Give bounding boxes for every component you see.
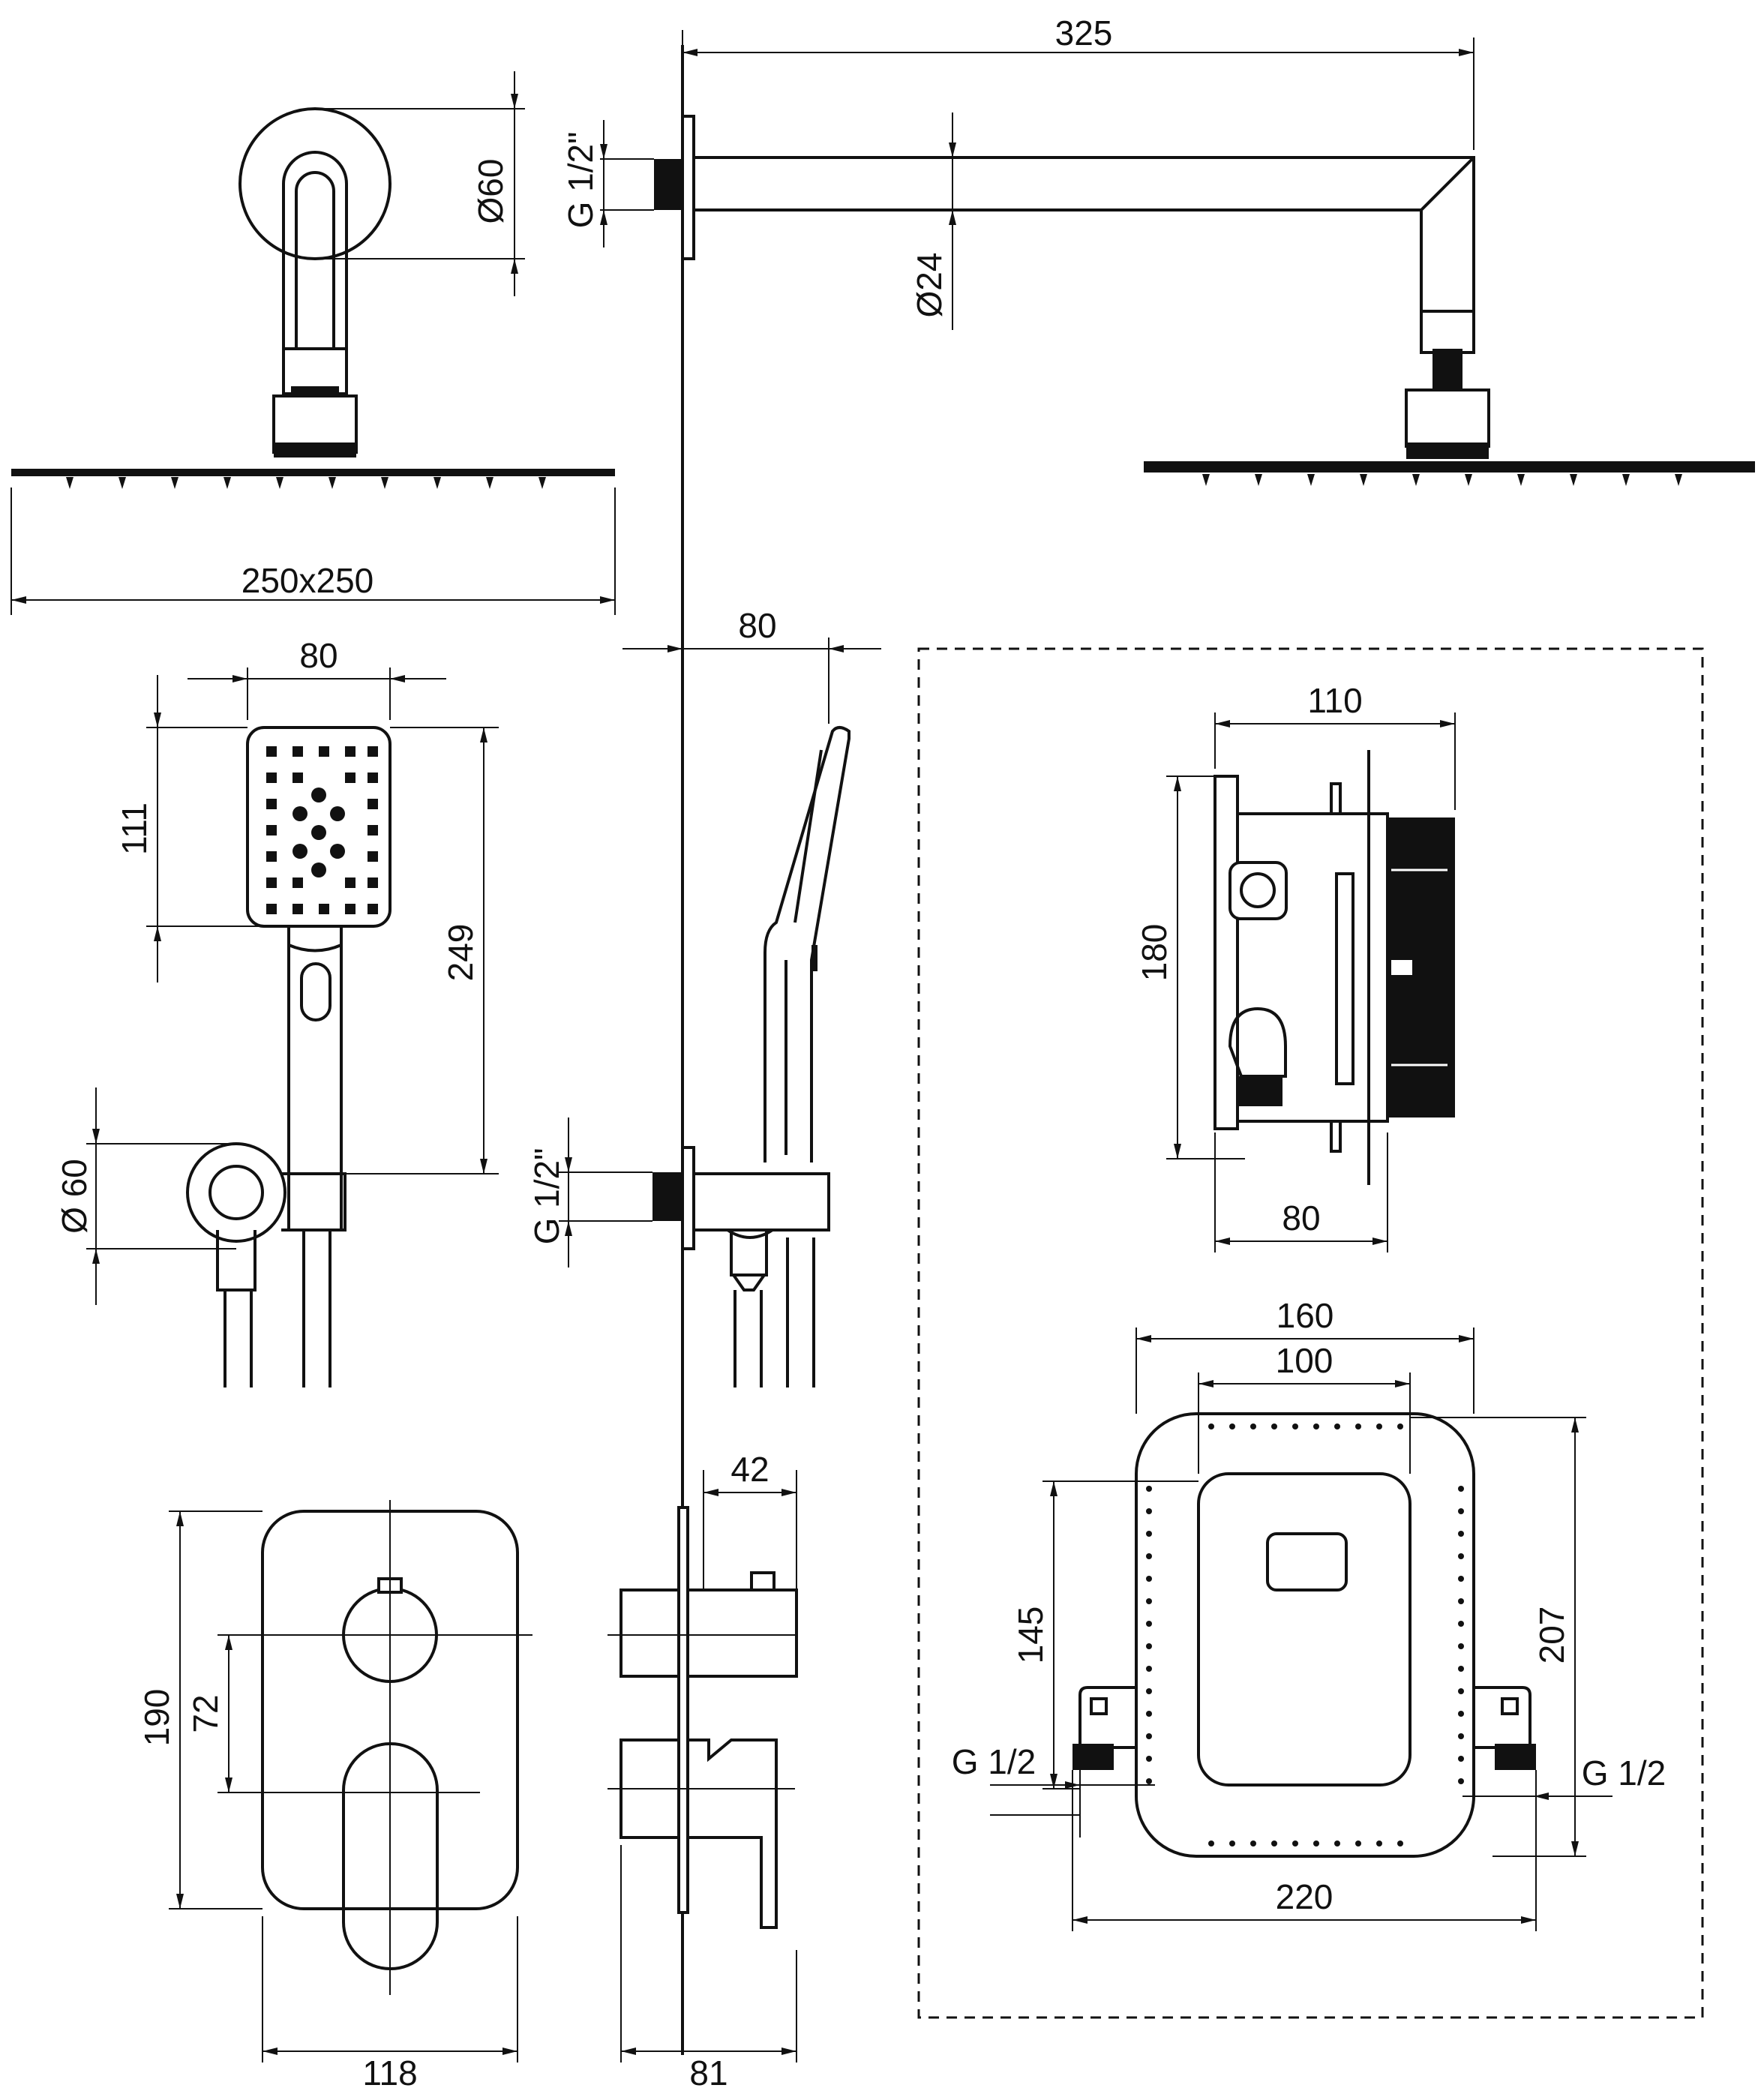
mounting-plate (1135, 1412, 1475, 1858)
mixer-side-depth-label: 81 (689, 2054, 728, 2091)
plate-outer-height-label: 207 (1532, 1606, 1571, 1664)
arm-flange (681, 115, 695, 260)
hand-shower-side-view: 80 G 1/2" (527, 606, 881, 1388)
box-width-top-label: 110 (1307, 681, 1362, 720)
plate-holes (1146, 1424, 1464, 1846)
left-bracket (1078, 1686, 1136, 1749)
mixer-side-view: 42 81 (608, 1450, 798, 2091)
inner-opening (1197, 1472, 1412, 1786)
outlet-diameter-label: Ø 60 (55, 1159, 94, 1234)
mixer-width-label: 118 (362, 2054, 417, 2091)
hand-shower-head (246, 726, 392, 928)
wall-flange (238, 107, 392, 260)
mixer-height-label: 190 (137, 1689, 176, 1747)
embedded-box-side-view: 110 180 80 (1135, 681, 1456, 1252)
handshower-total-height-label: 249 (441, 924, 480, 982)
flange-diameter-label: Ø60 (471, 159, 510, 224)
mixer-front-view: 190 72 118 (137, 1500, 532, 2091)
mixer-axis-distance-label: 72 (186, 1694, 225, 1732)
handshower-width-front-label: 80 (299, 636, 338, 675)
head-size-label: 250x250 (242, 561, 374, 600)
plate-inner-height-label: 145 (1011, 1606, 1050, 1664)
head-nozzles (66, 477, 546, 489)
arm-head-nozzles (1202, 474, 1682, 486)
handshower-width-side-label: 80 (738, 606, 776, 645)
arm-length-label: 325 (1055, 14, 1113, 52)
arm-diameter-label: Ø24 (910, 253, 949, 318)
thread-left-label: G 1/2 (952, 1742, 1036, 1781)
right-bracket (1474, 1686, 1532, 1749)
wall-outlet-flange (186, 1142, 286, 1243)
bracket-width-label: 220 (1276, 1877, 1334, 1916)
plate-inner-width-label: 100 (1276, 1341, 1334, 1380)
box-height-label: 180 (1135, 924, 1174, 982)
concealed-body-frame (917, 647, 1704, 2019)
hand-shower-front-view: 80 111 249 Ø 60 (55, 636, 499, 1388)
hand-shower-button (300, 962, 332, 1022)
mounting-plate-front-view: 160 100 145 207 G 1/2 G 1/2 220 (952, 1296, 1666, 1931)
mixer-side-top-label: 42 (730, 1450, 769, 1489)
arm-thread-label: G 1/2" (561, 132, 600, 229)
shower-arm-side-view: 325 G 1/2" Ø24 (561, 14, 1755, 486)
shower-head-front-view: Ø60 250x250 (10, 71, 616, 615)
spray-pattern (266, 746, 378, 914)
outlet-thread-label: G 1/2" (527, 1148, 566, 1245)
handshower-head-height-label: 111 (115, 802, 154, 855)
box-depth-label: 80 (1282, 1198, 1320, 1238)
plate-outer-width-label: 160 (1276, 1296, 1334, 1335)
thread-right-label: G 1/2 (1582, 1754, 1666, 1792)
